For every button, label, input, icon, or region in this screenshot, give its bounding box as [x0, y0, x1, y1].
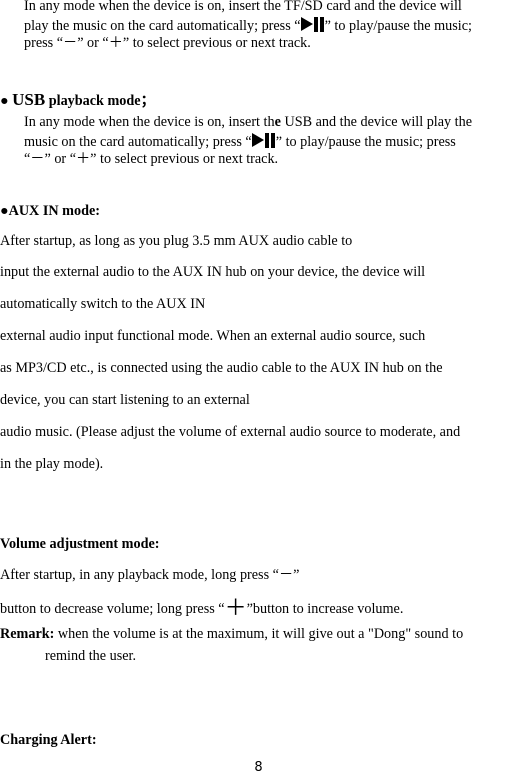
usb-line-2-b: ” to play/pause the music; press	[275, 134, 456, 150]
usb-line-1-a: In any mode when the device is on, inser…	[24, 114, 275, 130]
aux-line-4: external audio input functional mode. Wh…	[0, 328, 426, 344]
tf-line-2: play the music on the card automatically…	[24, 17, 472, 35]
usb-line-3: “－” or “＋” to select previous or next tr…	[24, 151, 279, 167]
volume-line-2-a: button to decrease volume; long press “	[0, 601, 225, 617]
volume-line-1: After startup, in any playback mode, lon…	[0, 567, 300, 583]
usb-line-1: In any mode when the device is on, inser…	[24, 114, 472, 131]
remark-text: when the volume is at the maximum, it wi…	[54, 626, 464, 642]
volume-heading: Volume adjustment mode:	[0, 536, 160, 552]
usb-line-1-c: USB and the device will play the	[280, 114, 473, 130]
tf-line-2-a: play the music on the card automatically…	[24, 18, 301, 34]
remark-line-2: remind the user.	[45, 648, 137, 664]
aux-line-1: After startup, as long as you plug 3.5 m…	[0, 233, 353, 249]
play-pause-icon	[300, 17, 325, 32]
aux-line-5: as MP3/CD etc., is connected using the a…	[0, 360, 443, 376]
charging-heading: Charging Alert:	[0, 732, 97, 748]
usb-heading-big: USB	[12, 90, 46, 109]
play-pause-icon	[251, 133, 276, 148]
page-number: 8	[254, 760, 263, 775]
aux-line-3: automatically switch to the AUX IN	[0, 296, 206, 312]
usb-heading-rest: playback mode；	[45, 93, 155, 109]
usb-line-2-a: music on the card automatically; press “	[24, 134, 252, 150]
aux-line-7: audio music. (Please adjust the volume o…	[0, 424, 461, 440]
aux-line-8: in the play mode).	[0, 456, 104, 472]
aux-line-2: input the external audio to the AUX IN h…	[0, 264, 426, 280]
usb-heading: ● USB playback mode；	[0, 91, 155, 110]
bullet-icon: ●	[0, 93, 9, 109]
aux-heading: ●AUX IN mode:	[0, 203, 100, 219]
usb-line-1-b: e	[274, 114, 281, 130]
tf-line-1: In any mode when the device is on, inser…	[24, 0, 462, 14]
volume-line-2-b: ”button to increase volume.	[246, 601, 404, 617]
remark-line-1: Remark: when the volume is at the maximu…	[0, 626, 463, 643]
remark-label: Remark:	[0, 626, 55, 642]
volume-line-2: button to decrease volume; long press “＋…	[0, 597, 404, 619]
usb-line-2: music on the card automatically; press “…	[24, 133, 456, 151]
tf-line-3: press “－” or “＋” to select previous or n…	[24, 35, 311, 51]
tf-line-2-b: ” to play/pause the music;	[324, 18, 472, 34]
plus-symbol: ＋	[224, 595, 247, 620]
aux-line-6: device, you can start listening to an ex…	[0, 392, 250, 408]
